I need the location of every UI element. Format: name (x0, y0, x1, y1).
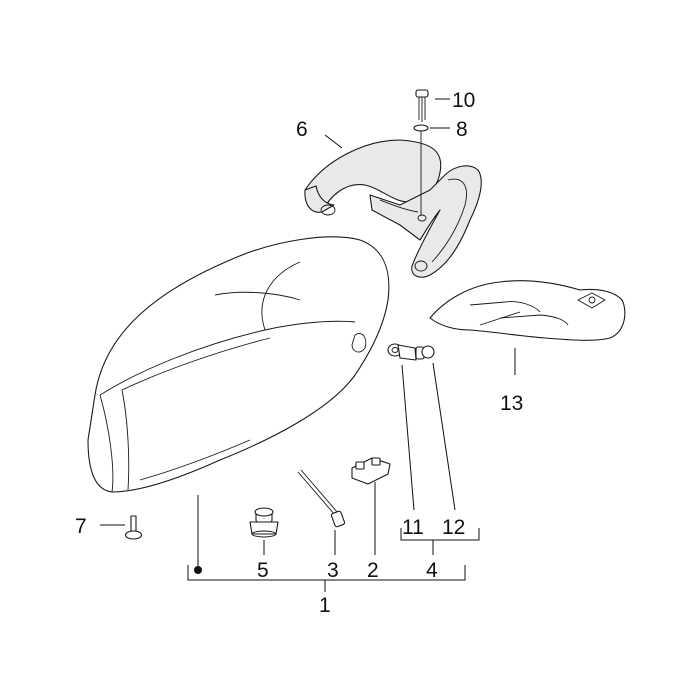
callout-13: 13 (500, 392, 523, 415)
callout-11: 11 (402, 516, 424, 539)
callout-5: 5 (257, 559, 269, 582)
tool-bag-part (429, 280, 626, 341)
washer-8-part (413, 124, 429, 215)
callout-12: 12 (442, 516, 465, 539)
seat-reference-dot (194, 566, 202, 574)
callout-10: 10 (452, 89, 475, 112)
pin-part (415, 345, 435, 360)
callout-2: 2 (367, 559, 379, 582)
callout-3: 3 (327, 559, 339, 582)
leader-6 (324, 134, 343, 149)
callout-4: 4 (426, 559, 438, 582)
callout-8: 8 (456, 118, 468, 141)
latch-bracket-part (387, 343, 417, 361)
seat-part (87, 236, 390, 493)
screw-7-part (124, 515, 143, 540)
callout-7: 7 (75, 515, 87, 538)
screw-10-part (415, 89, 429, 122)
leader-lines (100, 98, 516, 592)
leader-11 (401, 364, 415, 511)
bracket-1 (187, 565, 466, 581)
bracket-4 (400, 528, 480, 541)
leader-12 (432, 362, 456, 511)
callout-labels: 6 10 8 13 7 11 12 5 3 2 4 1 (75, 89, 523, 617)
tie-strap-part (297, 469, 346, 528)
rubber-buffer-part (249, 507, 279, 538)
clip-part (351, 457, 391, 485)
callout-1: 1 (319, 594, 331, 617)
callout-6: 6 (296, 118, 308, 141)
grab-handle-part (304, 139, 482, 278)
